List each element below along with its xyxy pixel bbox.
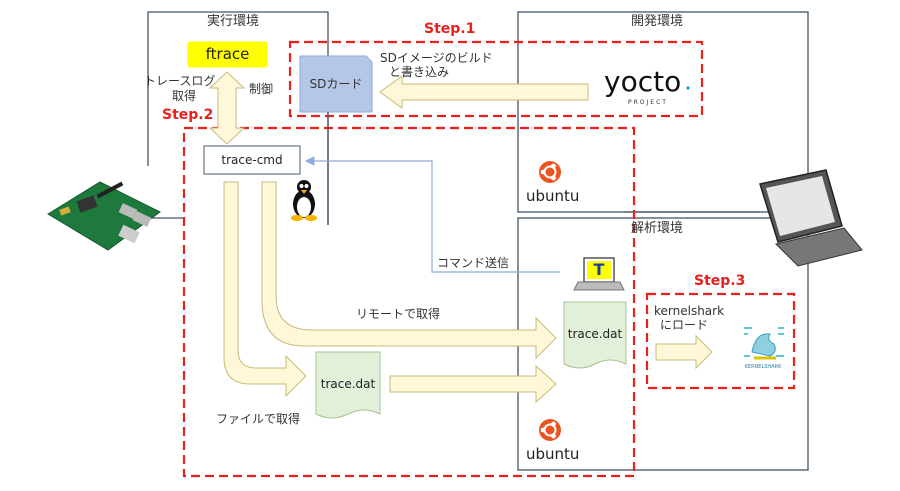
- trace-cmd-box: [203, 145, 301, 175]
- linux-penguin-icon: [291, 180, 317, 221]
- trace-log-label: トレースログ: [144, 74, 216, 88]
- sd-card-shape: [299, 55, 373, 113]
- ubuntu-icon-top: [539, 161, 561, 183]
- kernelshark-label-2: にロード: [660, 318, 709, 332]
- raspberry-pi-board-icon: [47, 181, 161, 251]
- ftrace-box: [187, 41, 268, 68]
- kernelshark-load-arrow: [655, 334, 713, 370]
- step3-label: Step.3: [694, 273, 746, 289]
- command-send-label: コマンド送信: [437, 256, 510, 270]
- sd-build-label: SDイメージのビルド: [380, 51, 493, 65]
- terminal-icon: [573, 257, 625, 291]
- step1-label: Step.1: [424, 21, 476, 37]
- trace-dat-left-doc: [315, 351, 381, 419]
- kernelshark-logo-text: KERNELSHARK: [744, 364, 782, 370]
- build-arrow: [379, 75, 589, 109]
- sd-card-label: SDカード: [309, 77, 363, 91]
- ubuntu-icon-bottom: [539, 419, 561, 441]
- ubuntu-label-top: ubuntu: [526, 187, 580, 205]
- trace-dat-left-label: trace.dat: [320, 377, 376, 391]
- kernelshark-label: kernelshark: [654, 304, 725, 318]
- trace-log-label-2: 取得: [172, 89, 197, 103]
- analysis-env-title: 解析環境: [631, 221, 684, 236]
- step2-label: Step.2: [162, 107, 214, 123]
- file-get-arrow: [223, 181, 307, 398]
- step1-box: [288, 40, 704, 118]
- command-send-line: [304, 156, 560, 273]
- yocto-dot: [686, 86, 690, 90]
- sd-build-label-2: と書き込み: [389, 65, 450, 79]
- exec-env-title: 実行環境: [207, 14, 260, 29]
- trace-dat-right-doc: [563, 301, 627, 369]
- terminal-glyph: T: [593, 260, 605, 279]
- trace-cmd-label: trace-cmd: [221, 153, 283, 167]
- dev-env-title: 開発環境: [631, 14, 684, 29]
- yocto-logo: yocto: [604, 65, 682, 98]
- step3-box: [645, 292, 796, 390]
- transfer-arrow: [389, 364, 557, 404]
- yocto-logo-sub: PROJECT: [628, 99, 668, 106]
- control-label: 制御: [249, 82, 274, 96]
- remote-get-label: リモートで取得: [356, 307, 441, 321]
- file-get-label: ファイルで取得: [216, 412, 301, 426]
- ubuntu-label-bottom: ubuntu: [526, 445, 580, 463]
- laptop-icon: [759, 169, 863, 267]
- ftrace-label: ftrace: [205, 45, 250, 63]
- step2-box: [182, 126, 636, 478]
- ftrace-trace-cmd-double-arrow: [208, 71, 246, 145]
- kernelshark-logo-icon: [740, 322, 786, 366]
- remote-get-arrow: [261, 181, 557, 360]
- trace-dat-right-label: trace.dat: [567, 327, 623, 341]
